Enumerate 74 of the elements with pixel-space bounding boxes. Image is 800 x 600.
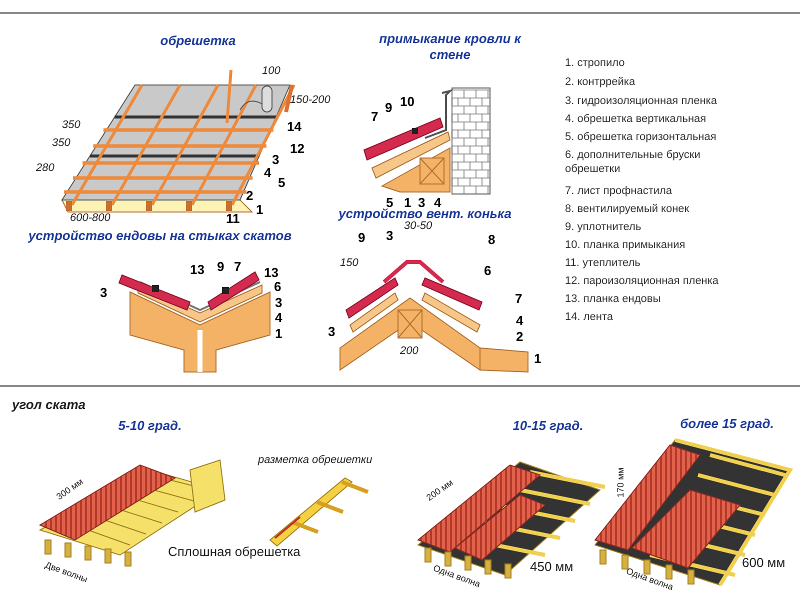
callout-number: 7 — [371, 110, 378, 123]
legend-item: 7. лист профнастила — [565, 184, 674, 198]
callout-number: 2 — [246, 189, 254, 202]
note-text: Сплошная обрешетка — [168, 545, 300, 558]
legend-item: 12. пароизоляционная пленка — [565, 274, 720, 288]
callout-number: 13 — [264, 266, 278, 279]
dimension-label: 280 — [36, 163, 54, 174]
dimension-label: 200 мм — [425, 478, 455, 503]
dimension-label: 150 — [340, 258, 358, 269]
callout-number: 12 — [290, 142, 304, 155]
subtitle-heading: 10-15 град. — [512, 418, 584, 434]
note-text: 600-800 — [70, 213, 110, 224]
callout-number: 4 — [264, 166, 272, 179]
dimension-label: 350 — [52, 138, 70, 149]
legend-item: 6. дополнительные бруски обрешетки — [565, 148, 702, 176]
subtitle-heading: устройство ендовы на стыках скатов — [26, 228, 293, 244]
legend-item: 1. стропило — [565, 56, 626, 70]
callout-number: 1 — [256, 203, 264, 216]
legend-item: 2. контррейка — [565, 75, 636, 89]
legend-item: 11. утеплитель — [565, 256, 642, 270]
callout-number: 9 — [358, 231, 366, 244]
dimension-label: Две волны — [44, 560, 89, 584]
callout-number: 2 — [516, 330, 524, 343]
callout-number: 9 — [217, 260, 224, 273]
legend-item: 5. обрешетка горизонтальная — [565, 130, 718, 144]
callout-number: 11 — [226, 212, 240, 225]
dimension-label: 150-200 — [290, 95, 330, 106]
subtitle-heading: 5-10 град. — [118, 418, 182, 434]
callout-number: 8 — [488, 233, 496, 246]
callout-number: 3 — [275, 296, 282, 309]
callout-number: 3 — [100, 286, 108, 299]
subtitle-heading: обрешетка — [160, 33, 236, 50]
note-text: 600 мм — [742, 556, 786, 569]
callout-number: 13 — [190, 263, 204, 276]
callout-number: 10 — [400, 95, 414, 108]
legend-item: 13. планка ендовы — [565, 292, 662, 306]
section-heading: угол ската — [12, 397, 86, 414]
callout-number: 4 — [516, 314, 524, 327]
legend-item: 9. уплотнитель — [565, 220, 642, 234]
legend-item: 4. обрешетка вертикальная — [565, 112, 708, 126]
callout-number: 3 — [418, 196, 426, 209]
dimension-label: Одна волна — [432, 564, 482, 590]
dimension-label: 350 — [62, 120, 80, 131]
callout-number: 1 — [404, 196, 412, 209]
dimension-label: 200 — [400, 346, 418, 357]
callout-number: 1 — [534, 352, 542, 365]
subtitle-heading: устройство вент. конька — [338, 206, 512, 221]
callout-number: 7 — [234, 260, 242, 273]
callout-number: 4 — [434, 196, 442, 209]
callout-number: 3 — [386, 229, 394, 242]
subtitle-heading: примыкание кровли к стене — [378, 31, 522, 64]
dimension-label: 300 мм — [55, 477, 85, 502]
callout-number: 4 — [275, 311, 282, 324]
note-text: 450 мм — [530, 560, 574, 573]
callout-number: 1 — [275, 327, 282, 340]
callout-number: 6 — [274, 280, 282, 293]
callout-number: 5 — [278, 176, 286, 189]
callout-number: 7 — [515, 292, 522, 305]
callout-number: 14 — [287, 120, 302, 133]
dimension-label: 170 мм — [616, 468, 626, 498]
dimension-label: 100 — [262, 66, 280, 77]
note-text: разметка обрешетки — [258, 455, 372, 466]
legend-item: 14. лента — [565, 310, 614, 324]
legend-item: 3. гидроизоляционная пленка — [565, 94, 718, 108]
dimension-label: Одна волна — [624, 566, 674, 592]
legend-item: 8. вентилируемый конек — [565, 202, 690, 216]
callout-number: 6 — [484, 264, 492, 277]
dimension-label: 30-50 — [404, 221, 432, 232]
callout-number: 5 — [386, 196, 394, 209]
callout-number: 3 — [328, 325, 336, 338]
legend-item: 10. планка примыкания — [565, 238, 686, 252]
subtitle-heading: более 15 град. — [680, 416, 774, 432]
callout-number: 3 — [272, 153, 280, 166]
callout-number: 9 — [385, 101, 392, 114]
